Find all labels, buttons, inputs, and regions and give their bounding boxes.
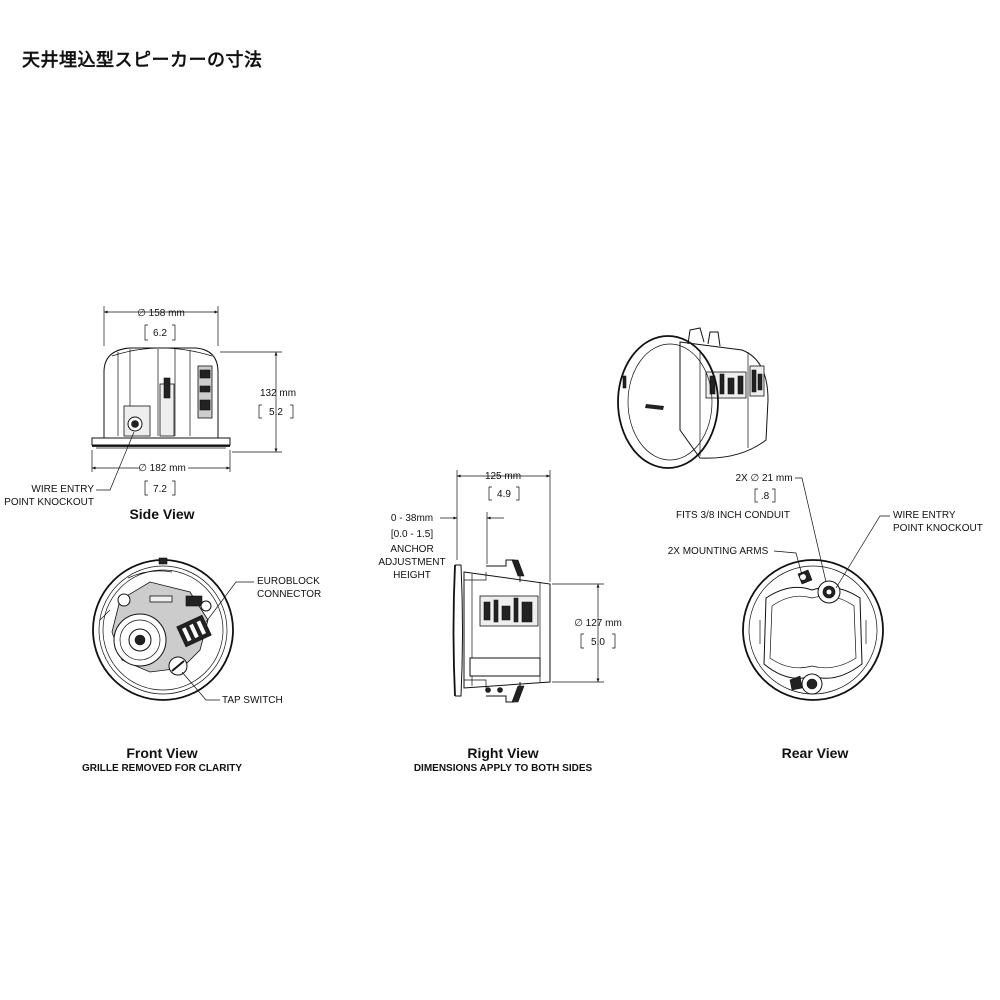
rear-conduit-note: FITS 3/8 INCH CONDUIT bbox=[676, 510, 790, 521]
front-view-caption: Front View bbox=[126, 745, 197, 761]
rear-callout-wire-1: WIRE ENTRY bbox=[893, 510, 956, 521]
right-anchor-2: ADJUSTMENT bbox=[378, 557, 445, 568]
side-dim-top: ∅ 158 mm bbox=[137, 308, 185, 319]
page-title: 天井埋込型スピーカーの寸法 bbox=[22, 50, 263, 71]
side-view-speaker-body bbox=[91, 347, 231, 449]
side-dim-top-inch: 6.2 bbox=[153, 328, 167, 339]
rear-view: 2X ∅ 21 mm .8 FITS 3/8 INCH CONDUIT 2X M… bbox=[668, 473, 983, 761]
side-view-caption: Side View bbox=[129, 506, 194, 522]
right-view-caption: Right View bbox=[467, 745, 538, 761]
right-dim-diameter-inch: 5.0 bbox=[591, 637, 605, 648]
right-dim-anchor: 0 - 38mm bbox=[391, 513, 433, 524]
right-dim-anchor-inch: [0.0 - 1.5] bbox=[391, 529, 433, 540]
right-view-subcaption: DIMENSIONS APPLY TO BOTH SIDES bbox=[414, 763, 593, 774]
front-view: EUROBLOCK CONNECTOR TAP SWITCH Front Vie… bbox=[82, 557, 321, 774]
rear-view-speaker bbox=[742, 559, 884, 701]
side-dim-height-inch: 5.2 bbox=[269, 407, 283, 418]
side-callout-wire-2: POINT KNOCKOUT bbox=[4, 497, 94, 508]
side-dim-height: 132 mm bbox=[260, 388, 296, 399]
perspective-grille bbox=[617, 335, 719, 469]
rear-callout-arms: 2X MOUNTING ARMS bbox=[668, 546, 769, 557]
rear-dim-conduit-inch: .8 bbox=[761, 491, 770, 502]
right-view-speaker bbox=[452, 559, 551, 703]
rear-dim-conduit: 2X ∅ 21 mm bbox=[735, 473, 792, 484]
front-callout-euro-2: CONNECTOR bbox=[257, 589, 321, 600]
side-dim-flange: ∅ 182 mm bbox=[138, 463, 186, 474]
front-view-speaker bbox=[92, 557, 234, 701]
rear-callout-wire-2: POINT KNOCKOUT bbox=[893, 523, 983, 534]
right-dim-depth-inch: 4.9 bbox=[497, 489, 511, 500]
front-callout-tap: TAP SWITCH bbox=[222, 695, 283, 706]
right-anchor-1: ANCHOR bbox=[390, 544, 433, 555]
side-callout-wire-1: WIRE ENTRY bbox=[31, 484, 94, 495]
side-dim-flange-inch: 7.2 bbox=[153, 484, 167, 495]
perspective-view bbox=[617, 327, 769, 469]
right-dim-depth: 125 mm bbox=[485, 471, 521, 482]
right-anchor-3: HEIGHT bbox=[393, 570, 431, 581]
front-view-subcaption: GRILLE REMOVED FOR CLARITY bbox=[82, 763, 242, 774]
rear-view-caption: Rear View bbox=[782, 745, 849, 761]
right-view: 125 mm 4.9 0 - 38mm [0.0 - 1.5] ANCHOR A… bbox=[378, 470, 622, 774]
front-callout-euro-1: EUROBLOCK bbox=[257, 576, 320, 587]
side-view: ∅ 158 mm 6.2 132 mm 5.2 ∅ 182 mm 7.2 WIR… bbox=[4, 306, 296, 522]
right-dim-diameter: ∅ 127 mm bbox=[574, 618, 622, 629]
